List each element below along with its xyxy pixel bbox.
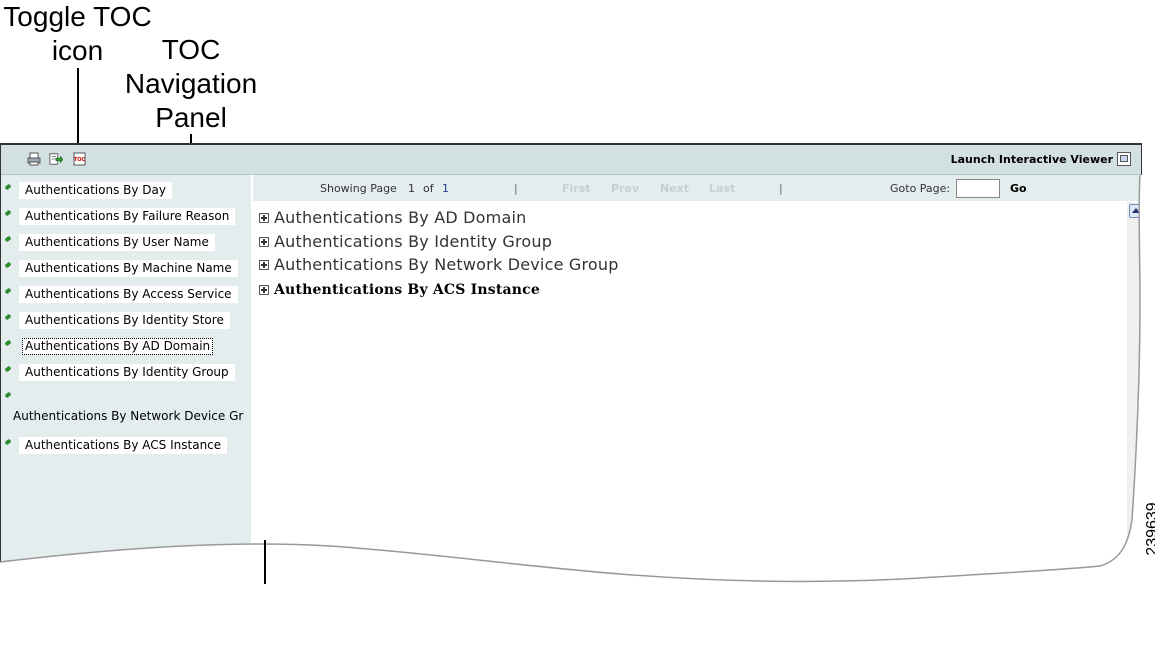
separator: | [779, 182, 783, 195]
of-label: of [423, 182, 434, 195]
total-pages: 1 [442, 182, 449, 195]
toc-item-label[interactable]: Authentications By Identity Group [19, 364, 235, 381]
toc-item[interactable]: Authentications By Network Device Gr [1, 387, 251, 433]
showing-page-label: Showing Page [320, 182, 397, 195]
callout-line: Navigation [115, 67, 267, 101]
toc-item-label[interactable]: Authentications By Network Device Gr [7, 408, 249, 425]
expand-icon[interactable] [259, 260, 269, 270]
launch-interactive-viewer-link[interactable]: Launch Interactive Viewer [951, 153, 1113, 166]
callout-line: Toggle TOC [0, 0, 155, 34]
toc-item[interactable]: Authentications By Access Service [1, 283, 251, 305]
group-label: Authentications By ACS Instance [274, 282, 540, 298]
leaf-icon [4, 210, 11, 217]
toc-item[interactable]: Authentications By ACS Instance [1, 434, 251, 456]
figure-id: 239639 [1144, 494, 1155, 564]
leaf-icon [4, 314, 11, 321]
current-page: 1 [408, 182, 415, 195]
toc-item[interactable]: Authentications By Identity Group [1, 361, 251, 383]
toc-item-label[interactable]: Authentications By Access Service [19, 286, 238, 303]
leader-click-expand-overlay [264, 540, 266, 584]
toc-item-label[interactable]: Authentications By Machine Name [19, 260, 238, 277]
go-button[interactable]: Go [1010, 182, 1027, 195]
leaf-icon [4, 236, 11, 243]
goto-page-label: Goto Page: [890, 182, 950, 195]
toc-item[interactable]: Authentications By Machine Name [1, 257, 251, 279]
toc-item[interactable]: Authentications By Failure Reason [1, 205, 251, 227]
group-label: Authentications By Network Device Group [274, 255, 619, 274]
export-icon[interactable] [49, 152, 63, 166]
scroll-up-arrow-icon[interactable] [1129, 204, 1142, 218]
leaf-icon [4, 262, 11, 269]
callout-line: to expand [195, 619, 350, 653]
first-page-button[interactable]: First [562, 182, 591, 195]
expand-icon[interactable] [259, 285, 269, 295]
callout-line: Panel [115, 101, 267, 135]
report-content: Authentications By AD Domain Authenticat… [253, 202, 1119, 605]
toolbar: TOC Launch Interactive Viewer [1, 145, 1141, 175]
leaf-icon [4, 439, 11, 446]
leader-toggle-toc [77, 68, 79, 150]
toc-item-label[interactable]: Authentications By User Name [19, 234, 215, 251]
expand-icon[interactable] [259, 213, 269, 223]
report-viewer-window: TOC Launch Interactive Viewer Authentica… [0, 143, 1142, 605]
toc-item-label[interactable]: Authentications By ACS Instance [19, 437, 227, 454]
vertical-scrollbar[interactable] [1127, 202, 1140, 605]
toc-item-label[interactable]: Authentications By Identity Store [19, 312, 230, 329]
toc-item-label[interactable]: Authentications By Failure Reason [19, 208, 235, 225]
toc-item-label[interactable]: Authentications By Day [19, 182, 172, 199]
group-label: Authentications By AD Domain [274, 208, 526, 227]
callout-toc-panel: TOC Navigation Panel [115, 33, 267, 135]
leaf-icon [4, 184, 11, 191]
separator: | [514, 182, 518, 195]
toc-navigation-panel: Authentications By Day Authentications B… [1, 175, 251, 605]
print-icon[interactable] [27, 152, 41, 166]
toc-item-label[interactable]: Authentications By AD Domain [22, 338, 213, 355]
launch-viewer-icon[interactable] [1117, 152, 1131, 166]
last-page-button[interactable]: Last [709, 182, 735, 195]
toc-icon-text: TOC [74, 157, 86, 163]
leaf-icon [4, 366, 11, 373]
leaf-icon [4, 288, 11, 295]
toc-item-selected[interactable]: Authentications By AD Domain [1, 335, 251, 357]
goto-page-input[interactable] [956, 179, 1000, 198]
toc-toggle-icon[interactable]: TOC [73, 152, 87, 166]
expand-icon[interactable] [259, 237, 269, 247]
next-page-button[interactable]: Next [660, 182, 689, 195]
toc-item[interactable]: Authentications By Identity Store [1, 309, 251, 331]
group-label: Authentications By Identity Group [274, 232, 552, 251]
toc-item[interactable]: Authentications By Day [1, 179, 251, 201]
leaf-icon [4, 340, 11, 347]
prev-page-button[interactable]: Prev [611, 182, 639, 195]
toc-item[interactable]: Authentications By User Name [1, 231, 251, 253]
pager-bar: Showing Page 1 of 1 | First Prev Next La… [253, 175, 1139, 201]
callout-line: TOC [115, 33, 267, 67]
leaf-icon [4, 392, 11, 399]
